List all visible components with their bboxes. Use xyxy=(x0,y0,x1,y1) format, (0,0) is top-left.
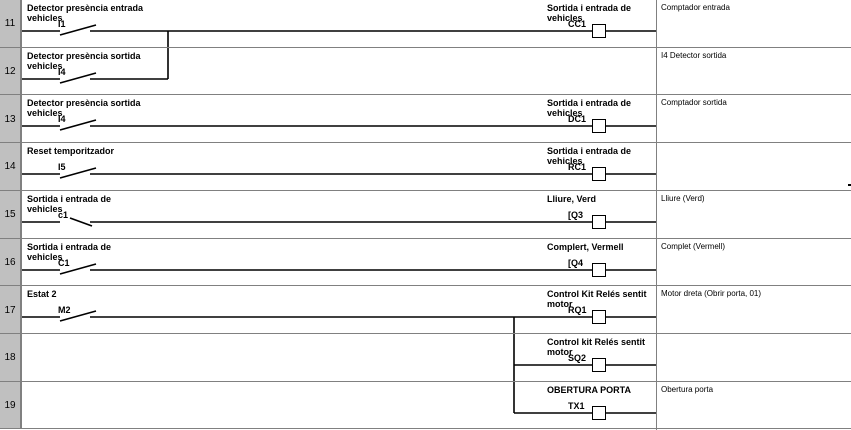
comments-column xyxy=(656,0,851,430)
row-number[interactable]: 15 xyxy=(0,190,22,239)
coil-label: Control kit Relés sentit motor xyxy=(547,336,646,355)
coil-symbol[interactable] xyxy=(592,310,606,324)
rung-comment[interactable]: Lliure (Verd) xyxy=(661,193,705,203)
coil-operand[interactable]: DC1 xyxy=(568,114,587,124)
coil-operand[interactable]: TX1 xyxy=(568,401,585,411)
contact-no xyxy=(59,72,97,84)
row-separator xyxy=(0,238,851,239)
row-number[interactable]: 17 xyxy=(0,286,22,334)
coil-symbol[interactable] xyxy=(592,24,606,38)
coil-symbol[interactable] xyxy=(592,358,606,372)
contact-label: Sortida i entrada de vehicles xyxy=(27,193,112,212)
row-separator xyxy=(0,333,851,334)
contact-nc xyxy=(69,217,93,227)
contact-no xyxy=(59,310,97,322)
row-number[interactable]: 13 xyxy=(0,95,22,144)
coil-label: Sortida i entrada de vehicles xyxy=(547,3,632,21)
contact-no xyxy=(59,167,97,179)
coil-symbol[interactable] xyxy=(592,215,606,229)
contact-no xyxy=(59,119,97,131)
contact-operand[interactable]: c1 xyxy=(58,210,69,220)
coil-symbol[interactable] xyxy=(592,167,606,181)
coil-label: OBERTURA PORTA xyxy=(547,384,631,395)
contact-operand[interactable]: I4 xyxy=(58,67,66,77)
row-separator xyxy=(0,190,851,191)
contact-operand[interactable]: I1 xyxy=(58,19,66,29)
row-separator xyxy=(0,428,851,429)
contact-operand[interactable]: M2 xyxy=(58,305,71,315)
row-separator xyxy=(0,142,851,143)
rung-comment[interactable]: Complet (Vermell) xyxy=(661,241,726,251)
coil-label: Lliure, Verd xyxy=(547,193,597,204)
coil-operand[interactable]: RQ1 xyxy=(568,305,587,315)
row-separator xyxy=(0,94,851,95)
row-separator xyxy=(0,47,851,48)
coil-label: Sortida i entrada de vehicles xyxy=(547,146,632,165)
coil-symbol[interactable] xyxy=(592,119,606,133)
coil-label: Control Kit Relés sentit motor xyxy=(547,289,647,308)
contact-operand[interactable]: C1 xyxy=(58,258,70,268)
coil-operand[interactable]: RC1 xyxy=(568,162,587,172)
scroll-marker xyxy=(848,184,851,186)
rung-comment[interactable]: Obertura porta xyxy=(661,384,714,394)
rung-comment[interactable]: Comptador sortida xyxy=(661,98,727,108)
contact-label: Detector presència entrada vehicles xyxy=(27,3,144,21)
row-number[interactable]: 19 xyxy=(0,381,22,430)
contact-label: Estat 2 xyxy=(27,289,57,300)
row-number[interactable]: 11 xyxy=(0,0,22,48)
coil-operand[interactable]: SQ2 xyxy=(568,353,587,363)
rung-comment[interactable]: Motor dreta (Obrir porta, 01) xyxy=(661,289,762,299)
contact-operand[interactable]: I5 xyxy=(58,162,66,172)
contact-no xyxy=(59,263,97,275)
contact-label: Reset temporitzador xyxy=(27,146,115,157)
coil-label: Complert, Vermell xyxy=(547,241,624,252)
coil-symbol[interactable] xyxy=(592,263,606,277)
row-separator xyxy=(0,285,851,286)
coil-label: Sortida i entrada de vehicles xyxy=(547,98,632,117)
row-number[interactable]: 18 xyxy=(0,333,22,382)
coil-operand[interactable]: CC1 xyxy=(568,19,587,29)
contact-no xyxy=(59,24,97,36)
row-number[interactable]: 12 xyxy=(0,47,22,96)
row-number[interactable]: 16 xyxy=(0,238,22,287)
contact-label: Detector presència sortida vehicles xyxy=(27,98,141,117)
contact-label: Sortida i entrada de vehicles xyxy=(27,241,112,260)
rung-comment[interactable]: I4 Detector sortida xyxy=(661,50,727,60)
rung-comment[interactable]: Comptador entrada xyxy=(661,3,730,12)
coil-operand[interactable]: [Q3 xyxy=(568,210,584,220)
coil-symbol[interactable] xyxy=(592,406,606,420)
row-number[interactable]: 14 xyxy=(0,143,22,191)
contact-label: Detector presència sortida vehicles xyxy=(27,50,141,69)
contact-operand[interactable]: I4 xyxy=(58,114,66,124)
row-separator xyxy=(0,381,851,382)
coil-operand[interactable]: [Q4 xyxy=(568,258,584,268)
